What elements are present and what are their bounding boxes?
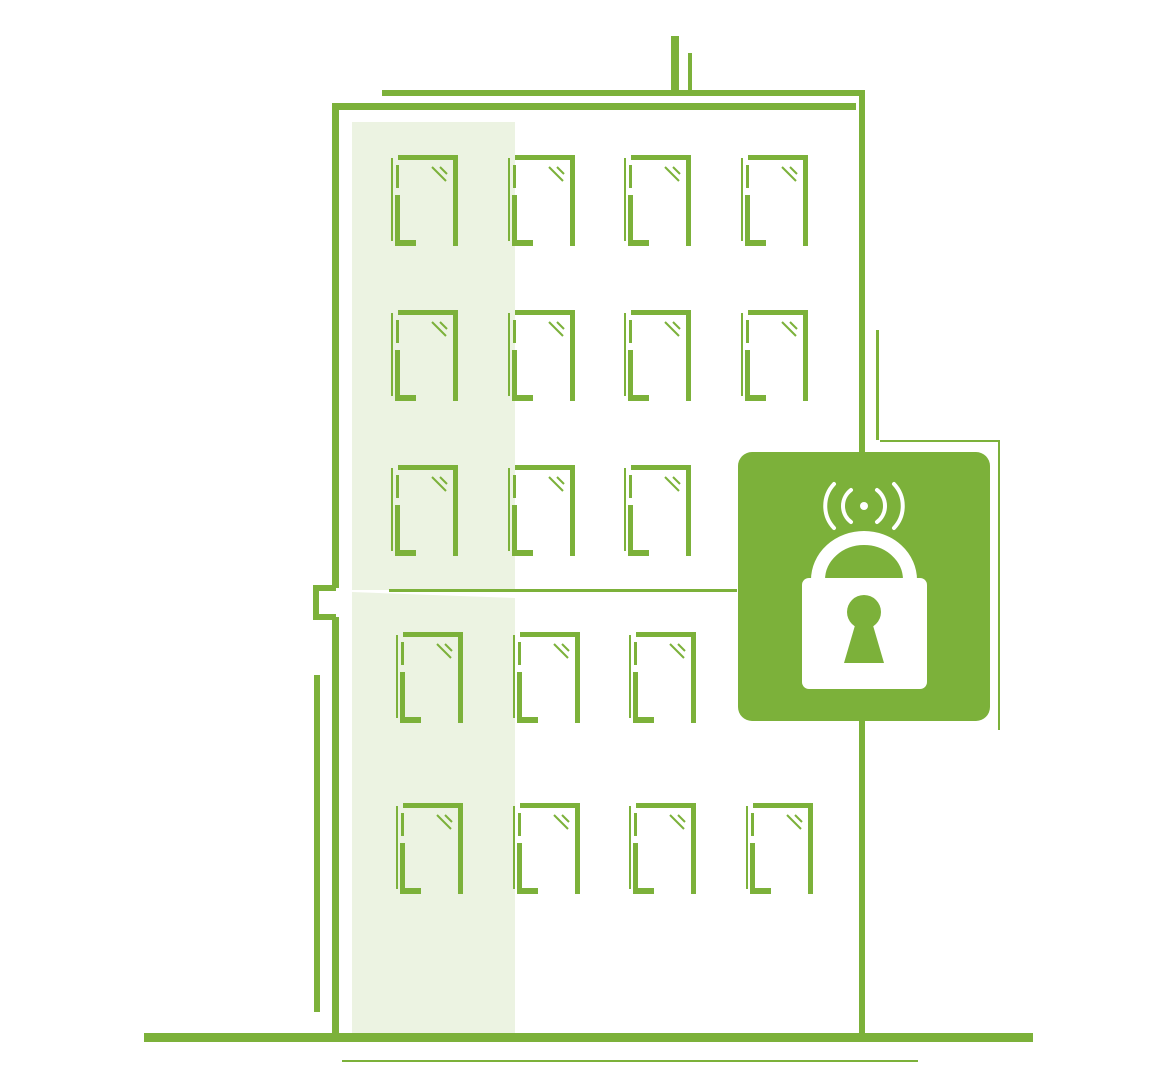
window [746, 803, 813, 894]
window [508, 465, 575, 556]
window [624, 155, 691, 246]
padlock-icon [738, 452, 990, 721]
floor-divider [389, 589, 737, 592]
building-icon [144, 36, 1033, 1062]
window [508, 310, 575, 401]
ground-line [144, 1033, 1033, 1042]
right-accent-line [876, 330, 879, 440]
building-shade-lower [352, 592, 515, 1033]
window [741, 155, 808, 246]
antenna-thin [688, 53, 692, 94]
window [391, 310, 458, 401]
window [624, 310, 691, 401]
window [391, 465, 458, 556]
wall-notch [313, 585, 336, 620]
lock-body-gap [828, 568, 898, 578]
window [629, 632, 696, 723]
window [624, 465, 691, 556]
roof-line [382, 90, 865, 96]
wireless-signal-icon [823, 482, 905, 530]
windows [391, 155, 813, 894]
window [391, 155, 458, 246]
window [629, 803, 696, 894]
left-wall [332, 103, 339, 588]
window [741, 310, 808, 401]
left-accent-line [314, 675, 320, 1012]
right-wall [859, 90, 865, 452]
lock-shackle [811, 531, 917, 581]
window [513, 632, 580, 723]
ground-shadow-line [342, 1060, 918, 1062]
roof-edge [332, 103, 856, 110]
left-wall-lower [332, 617, 339, 1042]
right-wall-lower [859, 720, 865, 1038]
lock-frame-line [880, 440, 1000, 730]
window [513, 803, 580, 894]
keyhole-bottom [844, 622, 884, 663]
antenna [671, 36, 679, 94]
window [396, 632, 463, 723]
window [508, 155, 575, 246]
window [396, 803, 463, 894]
building-shade [352, 122, 515, 590]
keyhole-top [847, 595, 881, 629]
